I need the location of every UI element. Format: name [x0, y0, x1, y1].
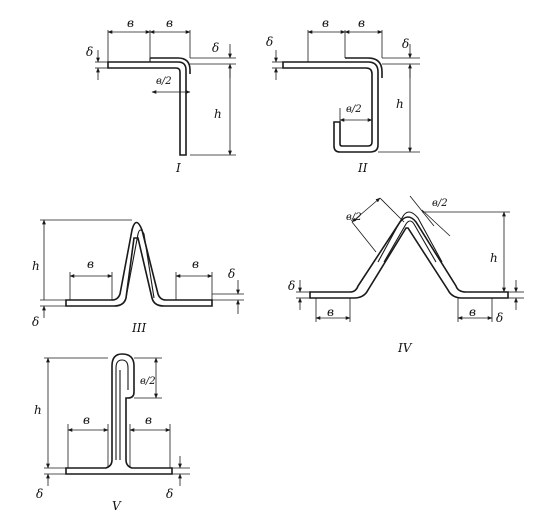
width-label: в [469, 305, 476, 319]
thickness-label: δ [288, 279, 295, 293]
width-label: в [322, 16, 329, 30]
height-label: h [34, 403, 42, 417]
half-width-label: в/2 [346, 104, 362, 115]
thickness-label: δ [402, 37, 409, 51]
figure-3: h в δ в δ III [32, 219, 244, 335]
height-label: h [214, 107, 222, 121]
thickness-label: δ [166, 487, 173, 501]
width-label: в [327, 305, 334, 319]
width-label: в [192, 257, 199, 271]
thickness-label: δ [86, 45, 93, 59]
half-width-label: в/2 [346, 212, 362, 223]
height-label: h [396, 97, 404, 111]
height-label: h [490, 251, 498, 265]
thickness-label: δ [496, 311, 503, 325]
width-label: в [166, 16, 173, 30]
figure-number: IV [397, 341, 413, 355]
thickness-label: δ [228, 267, 235, 281]
half-width-label: в/2 [156, 76, 172, 87]
width-label: в [127, 16, 134, 30]
half-width-label: в/2 [140, 376, 156, 387]
width-label: в [358, 16, 365, 30]
thickness-label: δ [266, 35, 273, 49]
figure-1: в в δ δ в/2 h I [86, 16, 236, 175]
width-label: в [87, 257, 94, 271]
figure-4: в/2 в/2 h в δ в δ IV [288, 195, 524, 355]
figure-5: h в/2 в в δ δ V [34, 353, 190, 513]
thickness-label: δ [32, 315, 39, 329]
figure-number: V [112, 499, 122, 513]
figure-number: III [131, 321, 146, 335]
thickness-label: δ [212, 41, 219, 55]
width-label: в [83, 413, 90, 427]
width-label: в [145, 413, 152, 427]
figure-2: в в δ δ в/2 h II [266, 16, 420, 175]
height-label: h [32, 259, 40, 273]
half-width-label: в/2 [432, 198, 448, 209]
figure-number: II [357, 161, 368, 175]
thickness-label: δ [36, 487, 43, 501]
figure-number: I [175, 161, 181, 175]
